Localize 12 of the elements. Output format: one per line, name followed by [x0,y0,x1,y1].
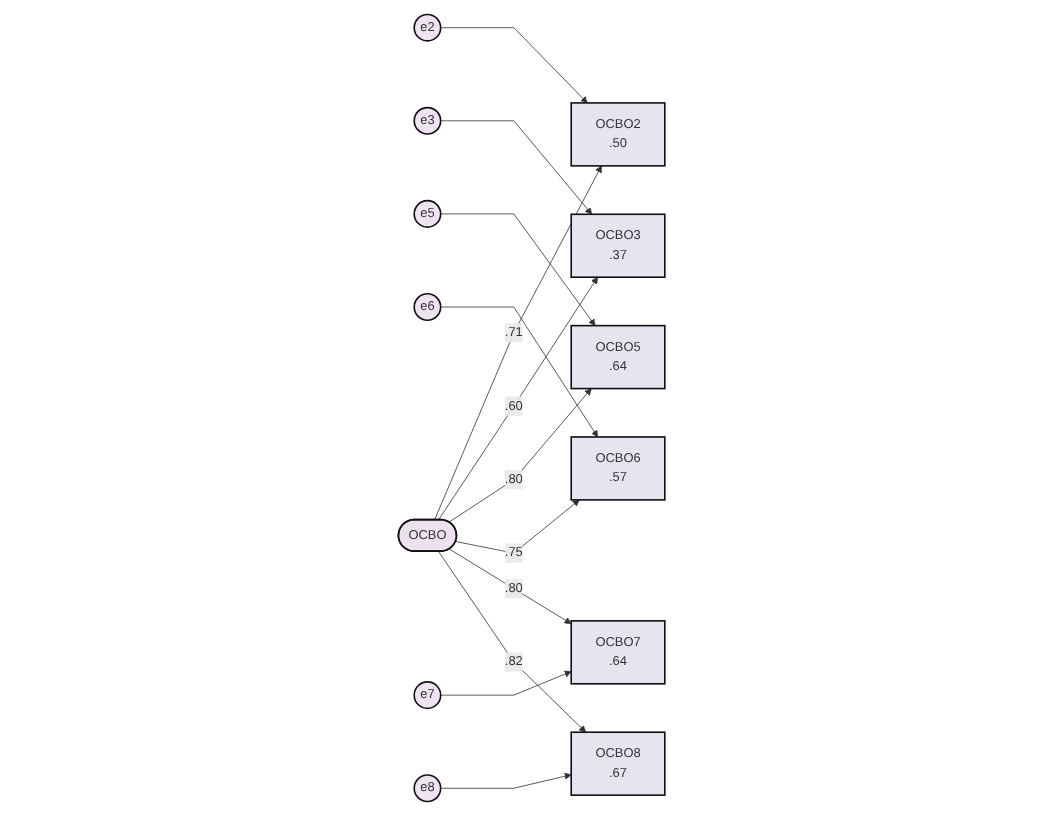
node-box [570,323,666,389]
node-circle [413,198,442,227]
node-box [570,212,666,278]
node-circle [413,105,442,134]
node-box [570,619,666,684]
node-circle [413,773,442,802]
node-circle [413,680,442,709]
node-circle [413,12,442,41]
node-box [570,101,666,166]
node-box [570,730,666,795]
node-box [570,435,666,500]
node-circle [413,292,442,321]
